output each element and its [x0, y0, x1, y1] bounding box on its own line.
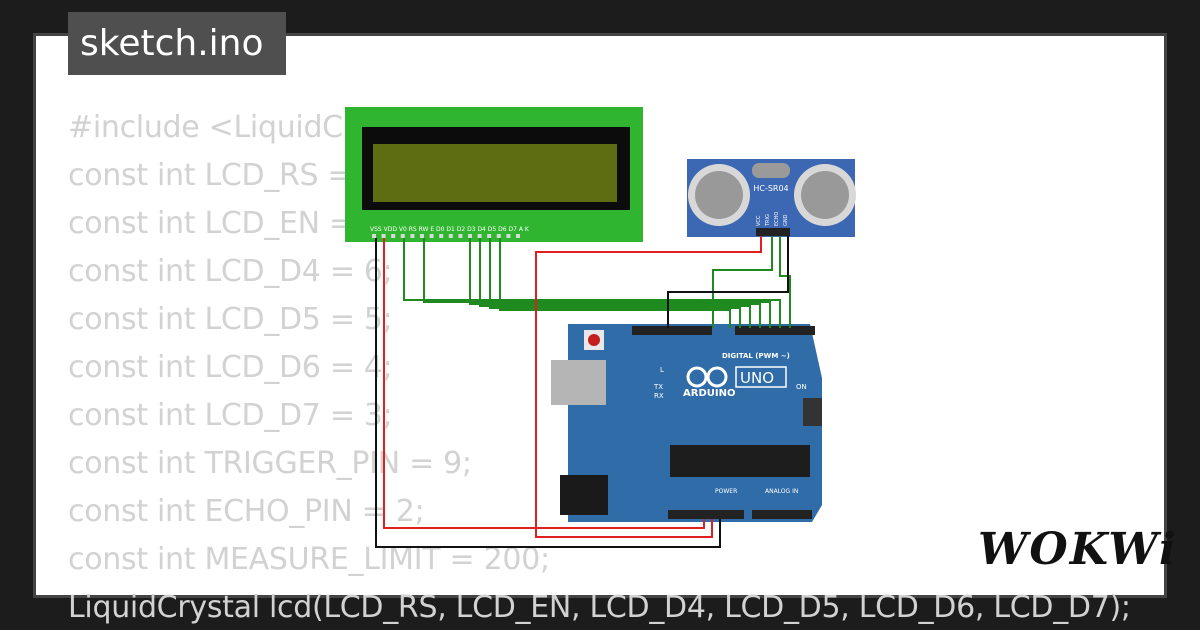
lcd-screen	[373, 144, 617, 202]
wire-vcc	[535, 236, 762, 538]
sensor-pin-label: VCC	[756, 215, 762, 226]
lcd-pin[interactable]	[391, 234, 396, 238]
sensor-pin-label: TRIG	[765, 214, 771, 227]
power-jack	[560, 475, 608, 515]
wire-d4	[469, 238, 761, 328]
wire-trig	[712, 236, 773, 328]
infinity-logo-icon	[686, 366, 728, 388]
code-line: const int LCD_D6 = 4;	[68, 350, 393, 385]
wire-gnd	[375, 238, 721, 548]
led-rx-label: RX	[654, 392, 664, 400]
sensor-pin-label: ECHO	[774, 212, 780, 226]
atmega-chip	[670, 445, 810, 477]
sensor-pin-label: GND	[783, 214, 789, 226]
digital-label: DIGITAL (PWM ~)	[722, 352, 790, 360]
power-header	[668, 510, 744, 519]
wire-lcd-vdd	[383, 238, 705, 529]
wire-rs	[403, 238, 781, 328]
lcd-pin[interactable]	[516, 234, 520, 238]
wokwi-logo: WOKWi	[978, 524, 1178, 575]
code-line: const int TRIGGER_PIN = 9;	[68, 446, 472, 481]
lcd-pin[interactable]	[400, 234, 405, 238]
lcd-display[interactable]: VSS VDD V0 RS RW E D0 D1 D2 D3 D4 D5 D6 …	[345, 107, 643, 242]
code-line: const int ECHO_PIN = 2;	[68, 494, 425, 529]
sensor-transducer-left-mesh	[695, 171, 743, 219]
code-line: const int LCD_D4 = 6;	[68, 254, 393, 289]
file-tab[interactable]: sketch.ino	[68, 12, 286, 75]
lcd-pin[interactable]	[410, 234, 415, 238]
lcd-pin[interactable]	[448, 234, 453, 238]
arduino-brand: ARDUINO	[683, 388, 735, 399]
arduino-uno[interactable]: DIGITAL (PWM ~) ARDUINO UNO POWER ANALOG…	[551, 324, 822, 522]
lcd-pin[interactable]	[420, 234, 424, 238]
code-line: const int LCD_D7 = 3;	[68, 398, 393, 433]
wires	[375, 236, 791, 548]
file-tab-label: sketch.ino	[80, 23, 264, 64]
uno-frame	[735, 366, 787, 388]
digital-header-right	[735, 326, 815, 335]
led-l-label: L	[660, 366, 664, 374]
wire-sensor-gnd	[667, 236, 789, 328]
digital-header-left	[632, 326, 712, 335]
analog-header	[752, 510, 812, 519]
sensor-label: HC-SR04	[753, 184, 788, 193]
wire-echo	[779, 236, 791, 328]
wire-d6	[489, 238, 741, 328]
lcd-pin[interactable]	[506, 234, 511, 238]
lcd-pin[interactable]	[468, 234, 472, 238]
code-line: const int LCD_D5 = 5;	[68, 302, 393, 337]
wire-en	[423, 238, 771, 328]
code-line: LiquidCrystal lcd(LCD_RS, LCD_EN, LCD_D4…	[68, 590, 1131, 625]
lcd-pins	[372, 234, 520, 238]
icsp-header	[803, 398, 822, 426]
power-label: POWER	[715, 488, 737, 495]
led-tx-label: TX	[653, 383, 663, 391]
lcd-pin[interactable]	[429, 234, 434, 238]
usb-port	[551, 360, 606, 405]
sensor-transducer-right-mesh	[801, 171, 849, 219]
lcd-pin[interactable]	[458, 234, 463, 238]
sensor-crystal	[752, 163, 790, 178]
lcd-pin[interactable]	[372, 234, 376, 238]
analog-label: ANALOG IN	[765, 488, 798, 495]
lcd-pin[interactable]	[439, 234, 444, 238]
wire-d5	[479, 238, 751, 328]
reset-button[interactable]	[588, 334, 600, 346]
arduino-model: UNO	[740, 369, 774, 387]
lcd-pin[interactable]	[381, 234, 386, 238]
wire-d7	[499, 238, 731, 328]
lcd-pin[interactable]	[487, 234, 492, 238]
lcd-pin-labels: VSS VDD V0 RS RW E D0 D1 D2 D3 D4 D5 D6 …	[370, 226, 530, 233]
on-label: ON	[796, 383, 807, 391]
lcd-pin[interactable]	[496, 234, 501, 238]
lcd-pin[interactable]	[477, 234, 482, 238]
sensor-header	[756, 228, 790, 236]
